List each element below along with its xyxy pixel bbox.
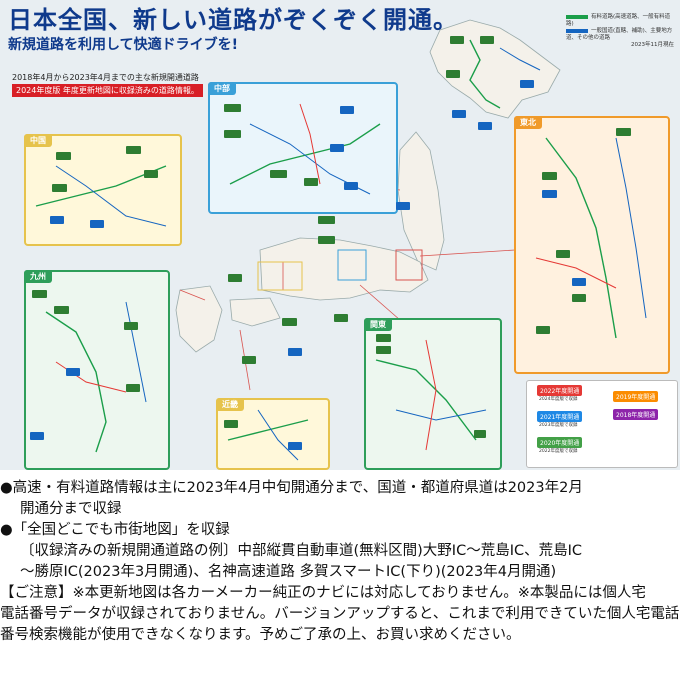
region-kanto: 関東 [364,318,502,470]
route-tag [288,348,302,356]
note-bullet-2-line-2: 〔収録済みの新規開通道路の例〕中部縦貫自動車道(無料区間)大野IC〜荒島IC、荒… [20,543,583,559]
region-kinki: 近畿 [216,398,330,470]
route-tag [616,128,632,136]
route-tag [90,220,104,228]
route-tag [542,172,558,180]
year-2021-note: 2023年度版で収録 [539,423,578,428]
kinki-routes [227,409,309,461]
route-tag [242,356,256,364]
route-tag [572,294,586,302]
region-kyushu: 九州 [24,270,170,470]
region-label-kanto: 関東 [364,318,392,331]
route-tag [396,202,410,210]
route-tag [450,36,464,44]
route-tag [52,184,68,192]
route-tag [318,236,335,244]
road-type-legend: 有料道路(高速道路、一般有料道路) 一般国道(直轄、補助)、主要地方道、その他の… [566,14,674,49]
route-tag [50,216,64,224]
route-tag [126,384,140,392]
region-label-kinki: 近畿 [216,398,244,411]
route-tag [480,36,494,44]
route-tag [556,250,570,258]
route-tag [304,178,318,186]
caution-line-1: 【ご注意】※本更新地図は各カーメーカー純正のナビには対応しておりません。※本製品… [0,585,646,601]
year-2019-label: 2019年度開通 [613,391,659,402]
chugoku-routes [35,165,167,227]
route-tag [32,290,48,298]
toll-road-label: 有料道路(高速道路、一般有料道路) [566,14,671,27]
route-tag [126,146,142,154]
route-tag [572,278,586,286]
year-2020-note: 2022年度版で収録 [539,449,578,454]
legend-date: 2023年11月現在 [631,42,674,48]
note-bullet-1-line-1: ●高速・有料道路情報は主に2023年4月中旬開通分まで、国道・都道府県道は202… [0,480,583,496]
note-bullet-2-line-1: ●「全国どこでも市街地図」を収録 [0,522,230,538]
region-label-tohoku: 東北 [514,116,542,129]
year-2022-label: 2022年度開通 [537,385,583,396]
route-tag [376,346,392,354]
route-tag [536,326,550,334]
region-chubu: 中部 [208,82,398,214]
year-2018-label: 2018年度開通 [613,409,659,420]
region-label-chubu: 中部 [208,82,236,95]
main-title: 日本全国、新しい道路がぞくぞく開通。 [8,6,458,34]
map-caption: 2018年4月から2023年4月までの主な新規開通道路 [12,73,199,82]
edition-badge: 2024年度版 年度更新地図に収録済みの道路情報。 [12,84,203,97]
route-tag [30,432,44,440]
caution-line-3: 番号検索機能が使用できなくなります。予めご了承の上、お買い求めください。 [0,627,521,643]
note-bullet-1-line-2: 開通分まで収録 [20,501,122,517]
region-tohoku: 東北 [514,116,670,374]
region-label-kyushu: 九州 [24,270,52,283]
route-tag [318,216,335,224]
route-tag [340,106,354,114]
note-bullet-2-line-3: 〜勝原IC(2023年3月開通)、名神高速道路 多賀スマートIC(下り)(202… [20,564,557,580]
route-tag [376,334,392,342]
route-tag [474,430,486,438]
route-tag [446,70,460,78]
tohoku-routes [535,137,647,339]
japan-map-graphic [175,19,561,391]
route-tag [478,122,492,130]
route-tag [520,80,534,88]
route-tag [224,104,241,112]
kanto-routes [375,339,487,451]
route-tag [288,442,302,450]
opening-year-legend: 2022年度開通 2024年度版で収録 2021年度開通 2023年度版で収録 … [526,380,678,468]
route-tag [330,144,344,152]
route-tag [228,274,242,282]
route-tag [282,318,298,326]
year-2020-label: 2020年度開通 [537,437,583,448]
route-tag [542,190,558,198]
route-tag [66,368,80,376]
route-tag [124,322,138,330]
year-2021-label: 2021年度開通 [537,411,583,422]
route-tag [224,130,241,138]
general-road-swatch [566,28,588,33]
region-chugoku: 中国 [24,134,182,246]
route-tag [334,314,348,322]
route-map: 日本全国、新しい道路がぞくぞく開通。 新規道路を利用して快適ドライブを! 201… [0,0,680,470]
caution-line-2: 電話番号データが収録されておりません。バージョンアップすると、これまで利用できて… [0,606,680,622]
year-2022-note: 2024年度版で収録 [539,397,578,402]
route-tag [144,170,158,178]
route-tag [54,306,70,314]
route-tag [224,420,238,428]
route-tag [270,170,287,178]
product-notes: ●高速・有料道路情報は主に2023年4月中旬開通分まで、国道・都道府県道は202… [0,478,680,646]
kyushu-routes [45,301,147,453]
route-tag [452,110,466,118]
chubu-routes [229,103,381,195]
route-tag [56,152,72,160]
region-label-chugoku: 中国 [24,134,52,147]
general-road-label: 一般国道(直轄、補助)、主要地方道、その他の道路 [566,28,673,41]
route-tag [344,182,358,190]
sub-title: 新規道路を利用して快適ドライブを! [8,37,238,53]
title-block: 日本全国、新しい道路がぞくぞく開通。 新規道路を利用して快適ドライブを! [8,6,458,56]
toll-road-swatch [566,14,588,19]
